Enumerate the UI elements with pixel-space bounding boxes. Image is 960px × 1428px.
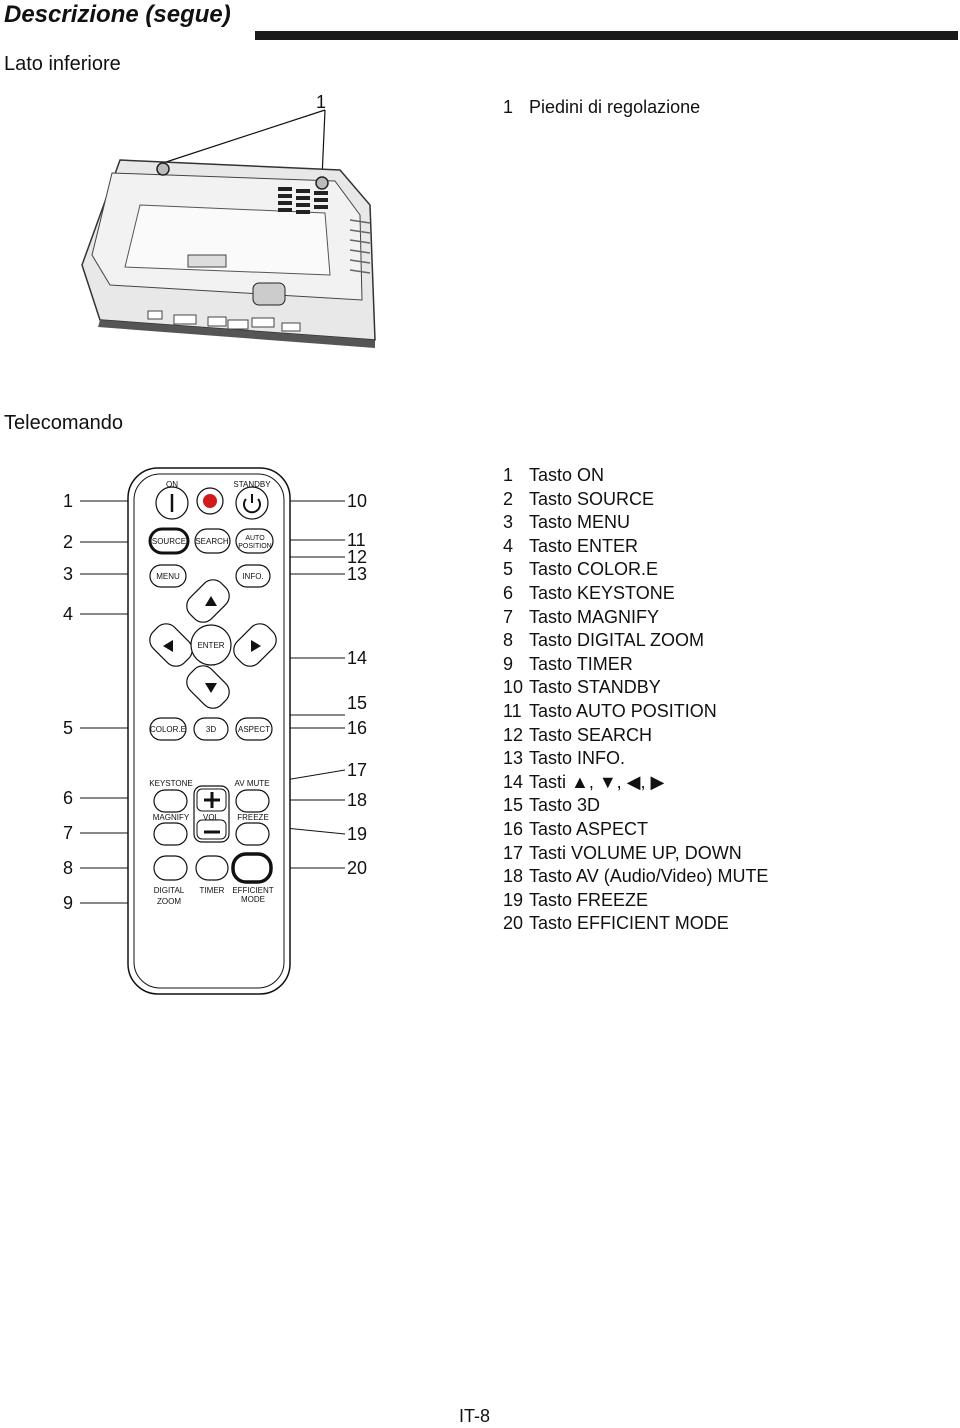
aspect-label: ASPECT	[238, 725, 270, 734]
section-title-remote: Telecomando	[4, 412, 123, 434]
remote-callout-18: 18	[347, 790, 367, 810]
remote-callout-3: 3	[63, 564, 73, 584]
color-e-label: COLOR.E	[150, 725, 186, 734]
remote-callout-5: 5	[63, 718, 73, 738]
remote-control-illustration: ON STANDBY SOURCE SEARCH AUTO POSITION M…	[63, 467, 367, 995]
remote-callout-14: 14	[347, 648, 367, 668]
magnify-label: MAGNIFY	[153, 813, 190, 822]
remote-callout-11: 11	[347, 530, 366, 550]
remote-callout-8: 8	[63, 858, 73, 878]
standby-label: STANDBY	[233, 480, 271, 489]
remote-callout-15: 15	[347, 693, 367, 713]
remote-callout-19: 19	[347, 824, 367, 844]
header-rule	[255, 31, 958, 40]
remote-callout-20: 20	[347, 858, 367, 878]
remote-callout-13: 13	[347, 564, 367, 584]
remote-callout-7: 7	[63, 823, 73, 843]
remote-callout-4: 4	[63, 604, 73, 624]
remote-callout-9: 9	[63, 893, 73, 913]
search-label: SEARCH	[195, 537, 229, 546]
bottom-legend-number: 1	[503, 97, 514, 117]
page-header-title: Descrizione (segue)	[4, 1, 231, 28]
digital-label-1: DIGITAL	[154, 886, 185, 895]
enter-label: ENTER	[197, 641, 224, 650]
bottom-legend-item: 1 Piedini di regolazione	[503, 97, 700, 118]
av-mute-label: AV MUTE	[235, 779, 270, 788]
bottom-callout-1: 1	[316, 92, 327, 112]
vol-label: VOL	[203, 813, 220, 822]
projector-bottom-illustration	[81, 109, 376, 348]
efficient-label-1: EFFICIENT	[232, 886, 273, 895]
auto-label-2: POSITION	[238, 543, 271, 550]
remote-callout-16: 16	[347, 718, 367, 738]
remote-callout-12: 12	[347, 547, 367, 567]
remote-callout-1: 1	[63, 491, 73, 511]
page-number: IT-8	[459, 1406, 491, 1426]
auto-label-1: AUTO	[245, 535, 265, 542]
keystone-label: KEYSTONE	[149, 779, 192, 788]
on-label: ON	[166, 480, 178, 489]
efficient-label-2: MODE	[241, 895, 265, 904]
section-title-bottom: Lato inferiore	[4, 53, 121, 75]
remote-callout-17: 17	[347, 760, 367, 780]
remote-callout-10: 10	[347, 491, 367, 511]
info-label: INFO.	[242, 572, 263, 581]
remote-callout-2: 2	[63, 532, 73, 552]
three-d-label: 3D	[206, 725, 216, 734]
menu-label: MENU	[156, 572, 180, 581]
digital-label-2: ZOOM	[157, 897, 181, 906]
source-label: SOURCE	[152, 537, 186, 546]
timer-label: TIMER	[200, 886, 225, 895]
freeze-label: FREEZE	[237, 813, 269, 822]
bottom-legend-label: Piedini di regolazione	[529, 97, 701, 117]
remote-callout-6: 6	[63, 788, 73, 808]
